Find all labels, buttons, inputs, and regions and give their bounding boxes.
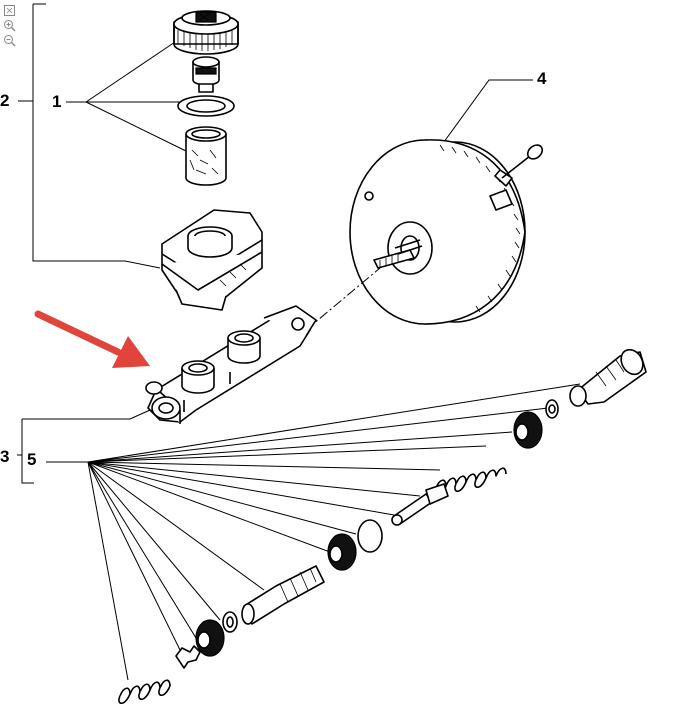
viewer-toolbar — [3, 4, 17, 47]
float-valve — [192, 56, 220, 93]
stop-bolt — [391, 483, 449, 526]
secondary-piston — [241, 565, 325, 625]
leader-lines-1 — [66, 39, 187, 152]
cup-seal-lower — [195, 619, 225, 657]
red-arrow-indicator — [34, 310, 150, 368]
washer-top — [545, 399, 559, 419]
retaining-clip — [175, 645, 201, 669]
cup-seal-top — [513, 411, 543, 449]
fluid-reservoir — [161, 209, 263, 311]
callout-2: 2 — [0, 91, 9, 110]
bracket-3 — [17, 409, 151, 484]
leader-line-4 — [440, 79, 533, 147]
zoom-in-icon[interactable] — [3, 19, 16, 32]
fit-page-icon[interactable] — [3, 4, 16, 17]
zoom-out-icon[interactable] — [3, 34, 16, 47]
alignment-line — [305, 267, 381, 331]
spring-lower — [118, 679, 171, 705]
brake-booster — [349, 139, 544, 325]
filter-strainer — [185, 126, 227, 186]
callout-3: 3 — [0, 447, 9, 466]
callout-1: 1 — [52, 92, 61, 111]
piston-push-rod — [569, 348, 647, 407]
reservoir-cap — [173, 10, 239, 55]
washer-lower — [222, 611, 238, 633]
master-cylinder — [145, 305, 317, 424]
cup-seal-middle — [327, 519, 383, 571]
bracket-2 — [18, 3, 161, 269]
leader-lines-5 — [46, 383, 581, 681]
callout-4: 4 — [537, 69, 547, 88]
callout-5: 5 — [27, 450, 36, 469]
seal-ring — [177, 95, 235, 117]
